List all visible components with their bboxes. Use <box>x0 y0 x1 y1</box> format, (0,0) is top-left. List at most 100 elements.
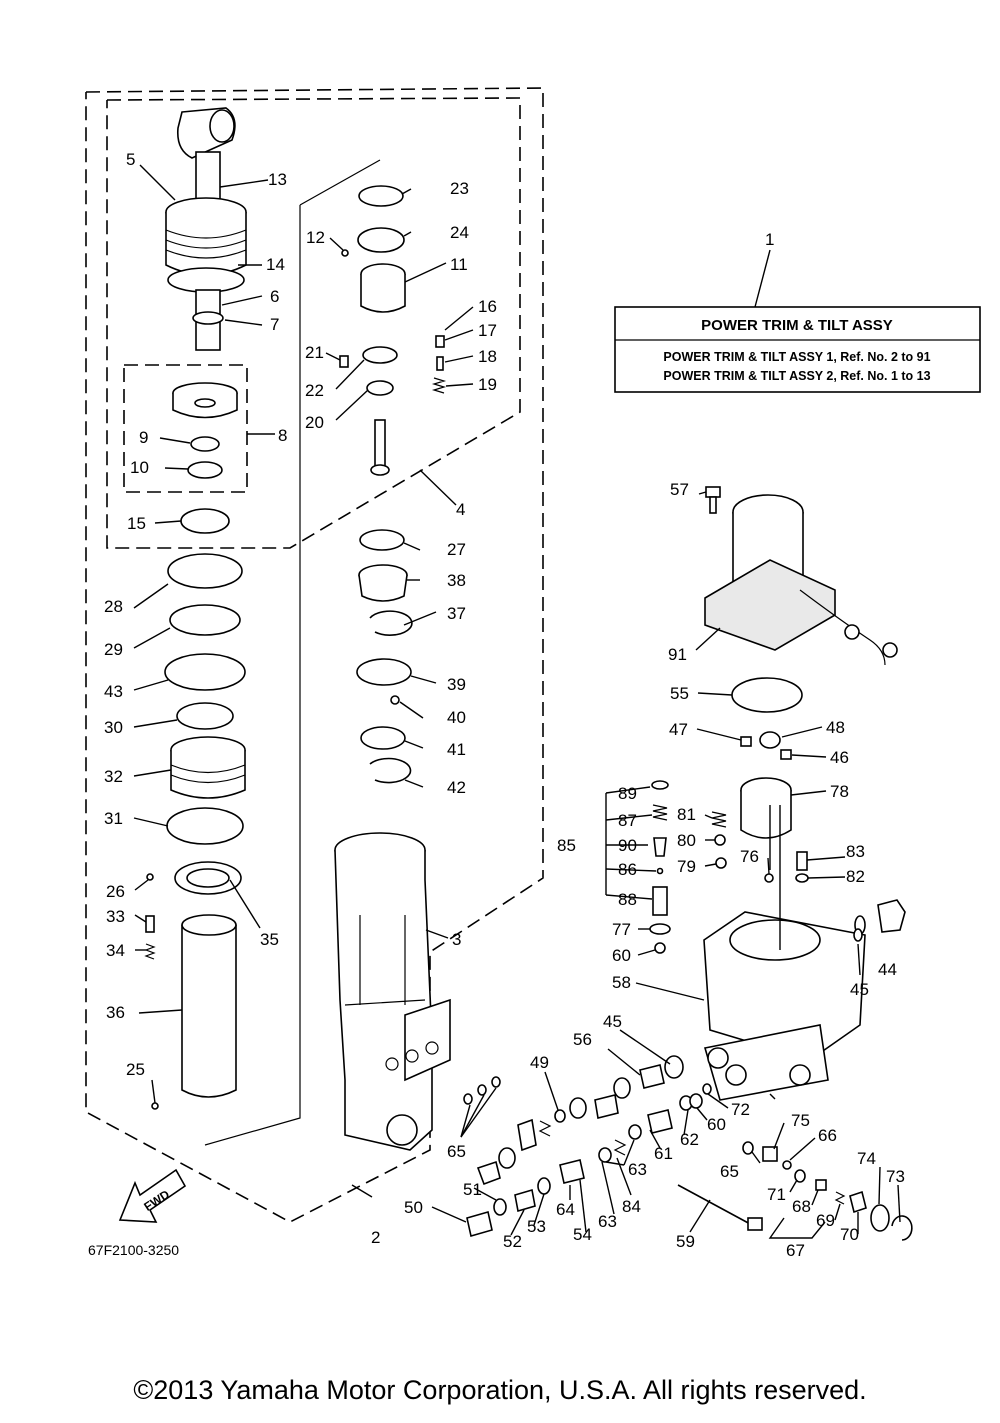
callout-22: 22 <box>305 381 324 400</box>
callout-64: 64 <box>556 1200 575 1219</box>
callout-28: 28 <box>104 597 123 616</box>
callout-56: 56 <box>573 1030 592 1049</box>
callout-37: 37 <box>447 604 466 623</box>
valve-assembly <box>339 185 447 784</box>
callout-24: 24 <box>450 223 469 242</box>
callout-83: 83 <box>846 842 865 861</box>
cylinder-body <box>334 832 451 1151</box>
callout-51: 51 <box>463 1180 482 1199</box>
callout-33: 33 <box>106 907 125 926</box>
callout-55: 55 <box>670 684 689 703</box>
callout-86: 86 <box>618 860 637 879</box>
callout-63b: 63 <box>598 1212 617 1231</box>
callout-42: 42 <box>447 778 466 797</box>
callout-46: 46 <box>830 748 849 767</box>
callout-61: 61 <box>654 1144 673 1163</box>
callout-81: 81 <box>677 805 696 824</box>
callout-21: 21 <box>305 343 324 362</box>
callout-73: 73 <box>886 1167 905 1186</box>
callout-88: 88 <box>618 890 637 909</box>
callout-26: 26 <box>106 882 125 901</box>
callout-11: 11 <box>450 255 468 274</box>
callout-35: 35 <box>260 930 279 949</box>
callout-72: 72 <box>731 1100 750 1119</box>
callout-82: 82 <box>846 867 865 886</box>
callout-13: 13 <box>268 170 287 189</box>
callout-53: 53 <box>527 1217 546 1236</box>
callout-54: 54 <box>573 1225 592 1244</box>
callout-6: 6 <box>270 287 279 306</box>
valve-parts-lower: FWD <box>118 928 913 1241</box>
callout-84: 84 <box>622 1197 641 1216</box>
callout-1: 1 <box>765 230 774 249</box>
copyright-notice: ©2013 Yamaha Motor Corporation, U.S.A. A… <box>133 1375 867 1405</box>
callout-29: 29 <box>104 640 123 659</box>
legend-line-2: POWER TRIM & TILT ASSY 2, Ref. No. 1 to … <box>663 369 930 383</box>
callout-39: 39 <box>447 675 466 694</box>
callout-32: 32 <box>104 767 123 786</box>
callout-7: 7 <box>270 315 279 334</box>
callout-87: 87 <box>618 811 637 830</box>
callout-18: 18 <box>478 347 497 366</box>
legend-box: POWER TRIM & TILT ASSY POWER TRIM & TILT… <box>614 249 981 393</box>
callout-68: 68 <box>792 1197 811 1216</box>
callout-71: 71 <box>767 1185 786 1204</box>
callout-63a: 63 <box>628 1160 647 1179</box>
callout-78: 78 <box>830 782 849 801</box>
callout-79: 79 <box>677 857 696 876</box>
callout-89: 89 <box>618 784 637 803</box>
callout-15: 15 <box>127 514 146 533</box>
callout-50: 50 <box>404 1198 423 1217</box>
callout-36: 36 <box>106 1003 125 1022</box>
callout-49: 49 <box>530 1053 549 1072</box>
callout-74: 74 <box>857 1149 876 1168</box>
callout-34: 34 <box>106 941 125 960</box>
callout-44: 44 <box>878 960 897 979</box>
callout-16: 16 <box>478 297 497 316</box>
callout-10: 10 <box>130 458 149 477</box>
assembly-boundaries <box>85 87 544 1223</box>
motor-and-pump <box>649 486 906 1101</box>
callout-17: 17 <box>478 321 497 340</box>
callout-31: 31 <box>104 809 123 828</box>
callout-58: 58 <box>612 973 631 992</box>
callout-14: 14 <box>266 255 285 274</box>
callout-25: 25 <box>126 1060 145 1079</box>
callout-47: 47 <box>669 720 688 739</box>
callout-40: 40 <box>447 708 466 727</box>
callout-5: 5 <box>126 150 135 169</box>
callout-91: 91 <box>668 645 687 664</box>
callout-67: 67 <box>786 1241 805 1260</box>
diagram-code: 67F2100-3250 <box>88 1242 179 1258</box>
leader-lines <box>133 164 901 1239</box>
callout-4: 4 <box>456 500 465 519</box>
legend-title: POWER TRIM & TILT ASSY <box>701 317 893 334</box>
callout-80: 80 <box>677 831 696 850</box>
callout-77: 77 <box>612 920 631 939</box>
callout-30: 30 <box>104 718 123 737</box>
callout-65a: 65 <box>447 1142 466 1161</box>
callout-45b: 45 <box>603 1012 622 1031</box>
callout-12: 12 <box>306 228 325 247</box>
callout-45a: 45 <box>850 980 869 999</box>
callout-76: 76 <box>740 847 759 866</box>
tilt-rod-assembly <box>144 107 247 1110</box>
callout-60b: 60 <box>707 1115 726 1134</box>
callout-48: 48 <box>826 718 845 737</box>
callout-90: 90 <box>618 836 637 855</box>
callout-69: 69 <box>816 1211 835 1230</box>
callout-59: 59 <box>676 1232 695 1251</box>
callout-66: 66 <box>818 1126 837 1145</box>
callout-60a: 60 <box>612 946 631 965</box>
callout-19: 19 <box>478 375 497 394</box>
callout-9: 9 <box>139 428 148 447</box>
callout-8: 8 <box>278 426 287 445</box>
callout-3: 3 <box>452 930 461 949</box>
callout-23: 23 <box>450 179 469 198</box>
callout-41: 41 <box>447 740 466 759</box>
callout-62: 62 <box>680 1130 699 1149</box>
callout-85: 85 <box>557 836 576 855</box>
callout-27: 27 <box>447 540 466 559</box>
callout-2: 2 <box>371 1228 380 1247</box>
